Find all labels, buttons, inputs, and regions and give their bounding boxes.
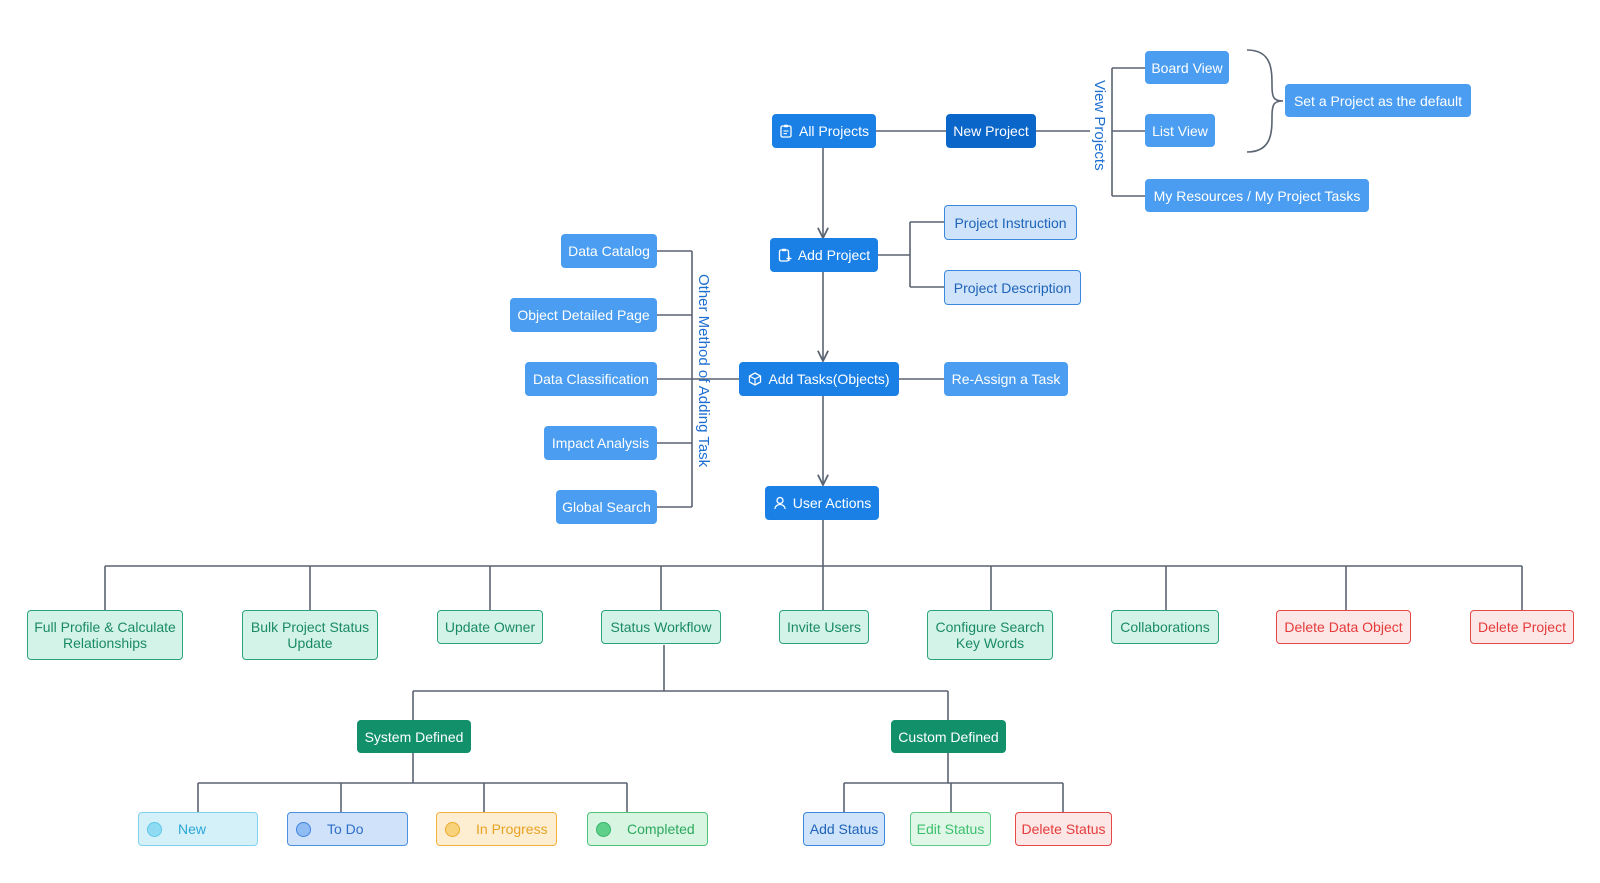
impact-analysis-node: Impact Analysis [544,426,657,460]
add-status-label: Add Status [809,821,879,837]
delete-status-label: Delete Status [1021,821,1106,837]
status-in-progress-node: In Progress [436,812,557,846]
status-new-node: New [138,812,258,846]
my-resources-node: My Resources / My Project Tasks [1145,179,1369,212]
other-method-label: Other Method of Adding Task [695,274,712,468]
status-completed-node: Completed [587,812,708,846]
new-status-dot [147,821,162,837]
my-resources-label: My Resources / My Project Tasks [1153,187,1361,204]
add-status-node: Add Status [803,812,885,846]
status-completed-label: Completed [627,821,695,837]
all-projects-node: All Projects [772,114,876,148]
reassign-task-label: Re-Assign a Task [951,371,1061,387]
status-workflow-label: Status Workflow [610,619,712,635]
list-view-node: List View [1145,114,1215,147]
todo-status-dot [296,821,311,837]
set-default-node: Set a Project as the default [1285,84,1471,117]
global-search-node: Global Search [556,490,657,524]
in-progress-status-dot [445,821,460,837]
add-tasks-node: Add Tasks(Objects) [739,362,899,396]
system-defined-node: System Defined [357,720,471,753]
add-tasks-label: Add Tasks(Objects) [768,371,890,387]
impact-analysis-label: Impact Analysis [551,435,650,451]
status-todo-node: To Do [287,812,408,846]
edit-status-label: Edit Status [916,821,985,837]
status-todo-label: To Do [327,821,364,837]
view-projects-label: View Projects [1091,80,1108,171]
status-workflow-node: Status Workflow [601,610,721,644]
data-classification-node: Data Classification [525,362,657,396]
invite-users-label: Invite Users [787,619,861,635]
object-detailed-page-node: Object Detailed Page [510,298,657,332]
data-classification-label: Data Classification [533,371,649,387]
delete-project-label: Delete Project [1478,619,1566,635]
collaborations-node: Collaborations [1111,610,1219,644]
invite-users-node: Invite Users [779,610,869,644]
user-actions-node: User Actions [765,486,879,520]
user-icon [773,496,787,510]
reassign-task-node: Re-Assign a Task [944,362,1068,396]
set-default-label: Set a Project as the default [1293,92,1463,109]
full-profile-label-line1: Full Profile & Calculate [34,619,176,635]
board-view-label: Board View [1151,59,1223,76]
object-detailed-page-label: Object Detailed Page [517,307,650,323]
edit-status-node: Edit Status [910,812,991,846]
global-search-label: Global Search [562,499,651,515]
full-profile-label-line2: Relationships [62,635,148,651]
data-catalog-node: Data Catalog [561,234,657,268]
board-view-node: Board View [1145,51,1229,84]
add-project-label: Add Project [797,247,871,263]
new-project-label: New Project [953,123,1029,139]
bulk-status-label-line2: Update [287,635,333,651]
bulk-status-node: Bulk Project Status Update [242,610,378,660]
add-project-node: Add Project [770,238,878,272]
configure-search-node: Configure Search Key Words [927,610,1053,660]
configure-search-label-line2: Key Words [955,635,1025,651]
add-clipboard-icon [778,248,792,262]
completed-status-dot [596,821,611,837]
project-description-label: Project Description [953,279,1072,296]
delete-data-object-node: Delete Data Object [1276,610,1411,644]
delete-status-node: Delete Status [1015,812,1112,846]
configure-search-label-line1: Configure Search [935,619,1045,635]
project-description-node: Project Description [944,270,1081,305]
clipboard-icon [779,124,793,138]
bulk-status-label-line1: Bulk Project Status [250,619,370,635]
status-in-progress-label: In Progress [476,821,548,837]
data-catalog-label: Data Catalog [568,243,650,259]
system-defined-label: System Defined [364,728,464,745]
user-actions-label: User Actions [792,495,872,511]
all-projects-label: All Projects [798,123,870,139]
delete-data-object-label: Delete Data Object [1284,619,1403,635]
custom-defined-node: Custom Defined [891,720,1006,753]
full-profile-node: Full Profile & Calculate Relationships [27,610,183,660]
project-instruction-node: Project Instruction [944,205,1077,240]
list-view-label: List View [1152,122,1208,139]
collaborations-label: Collaborations [1120,619,1210,635]
cube-icon [748,372,762,386]
update-owner-label: Update Owner [444,619,536,635]
delete-project-node: Delete Project [1470,610,1574,644]
update-owner-node: Update Owner [437,610,543,644]
status-new-label: New [178,821,207,837]
custom-defined-label: Custom Defined [898,728,999,745]
new-project-node: New Project [946,114,1036,148]
project-instruction-label: Project Instruction [954,214,1067,231]
